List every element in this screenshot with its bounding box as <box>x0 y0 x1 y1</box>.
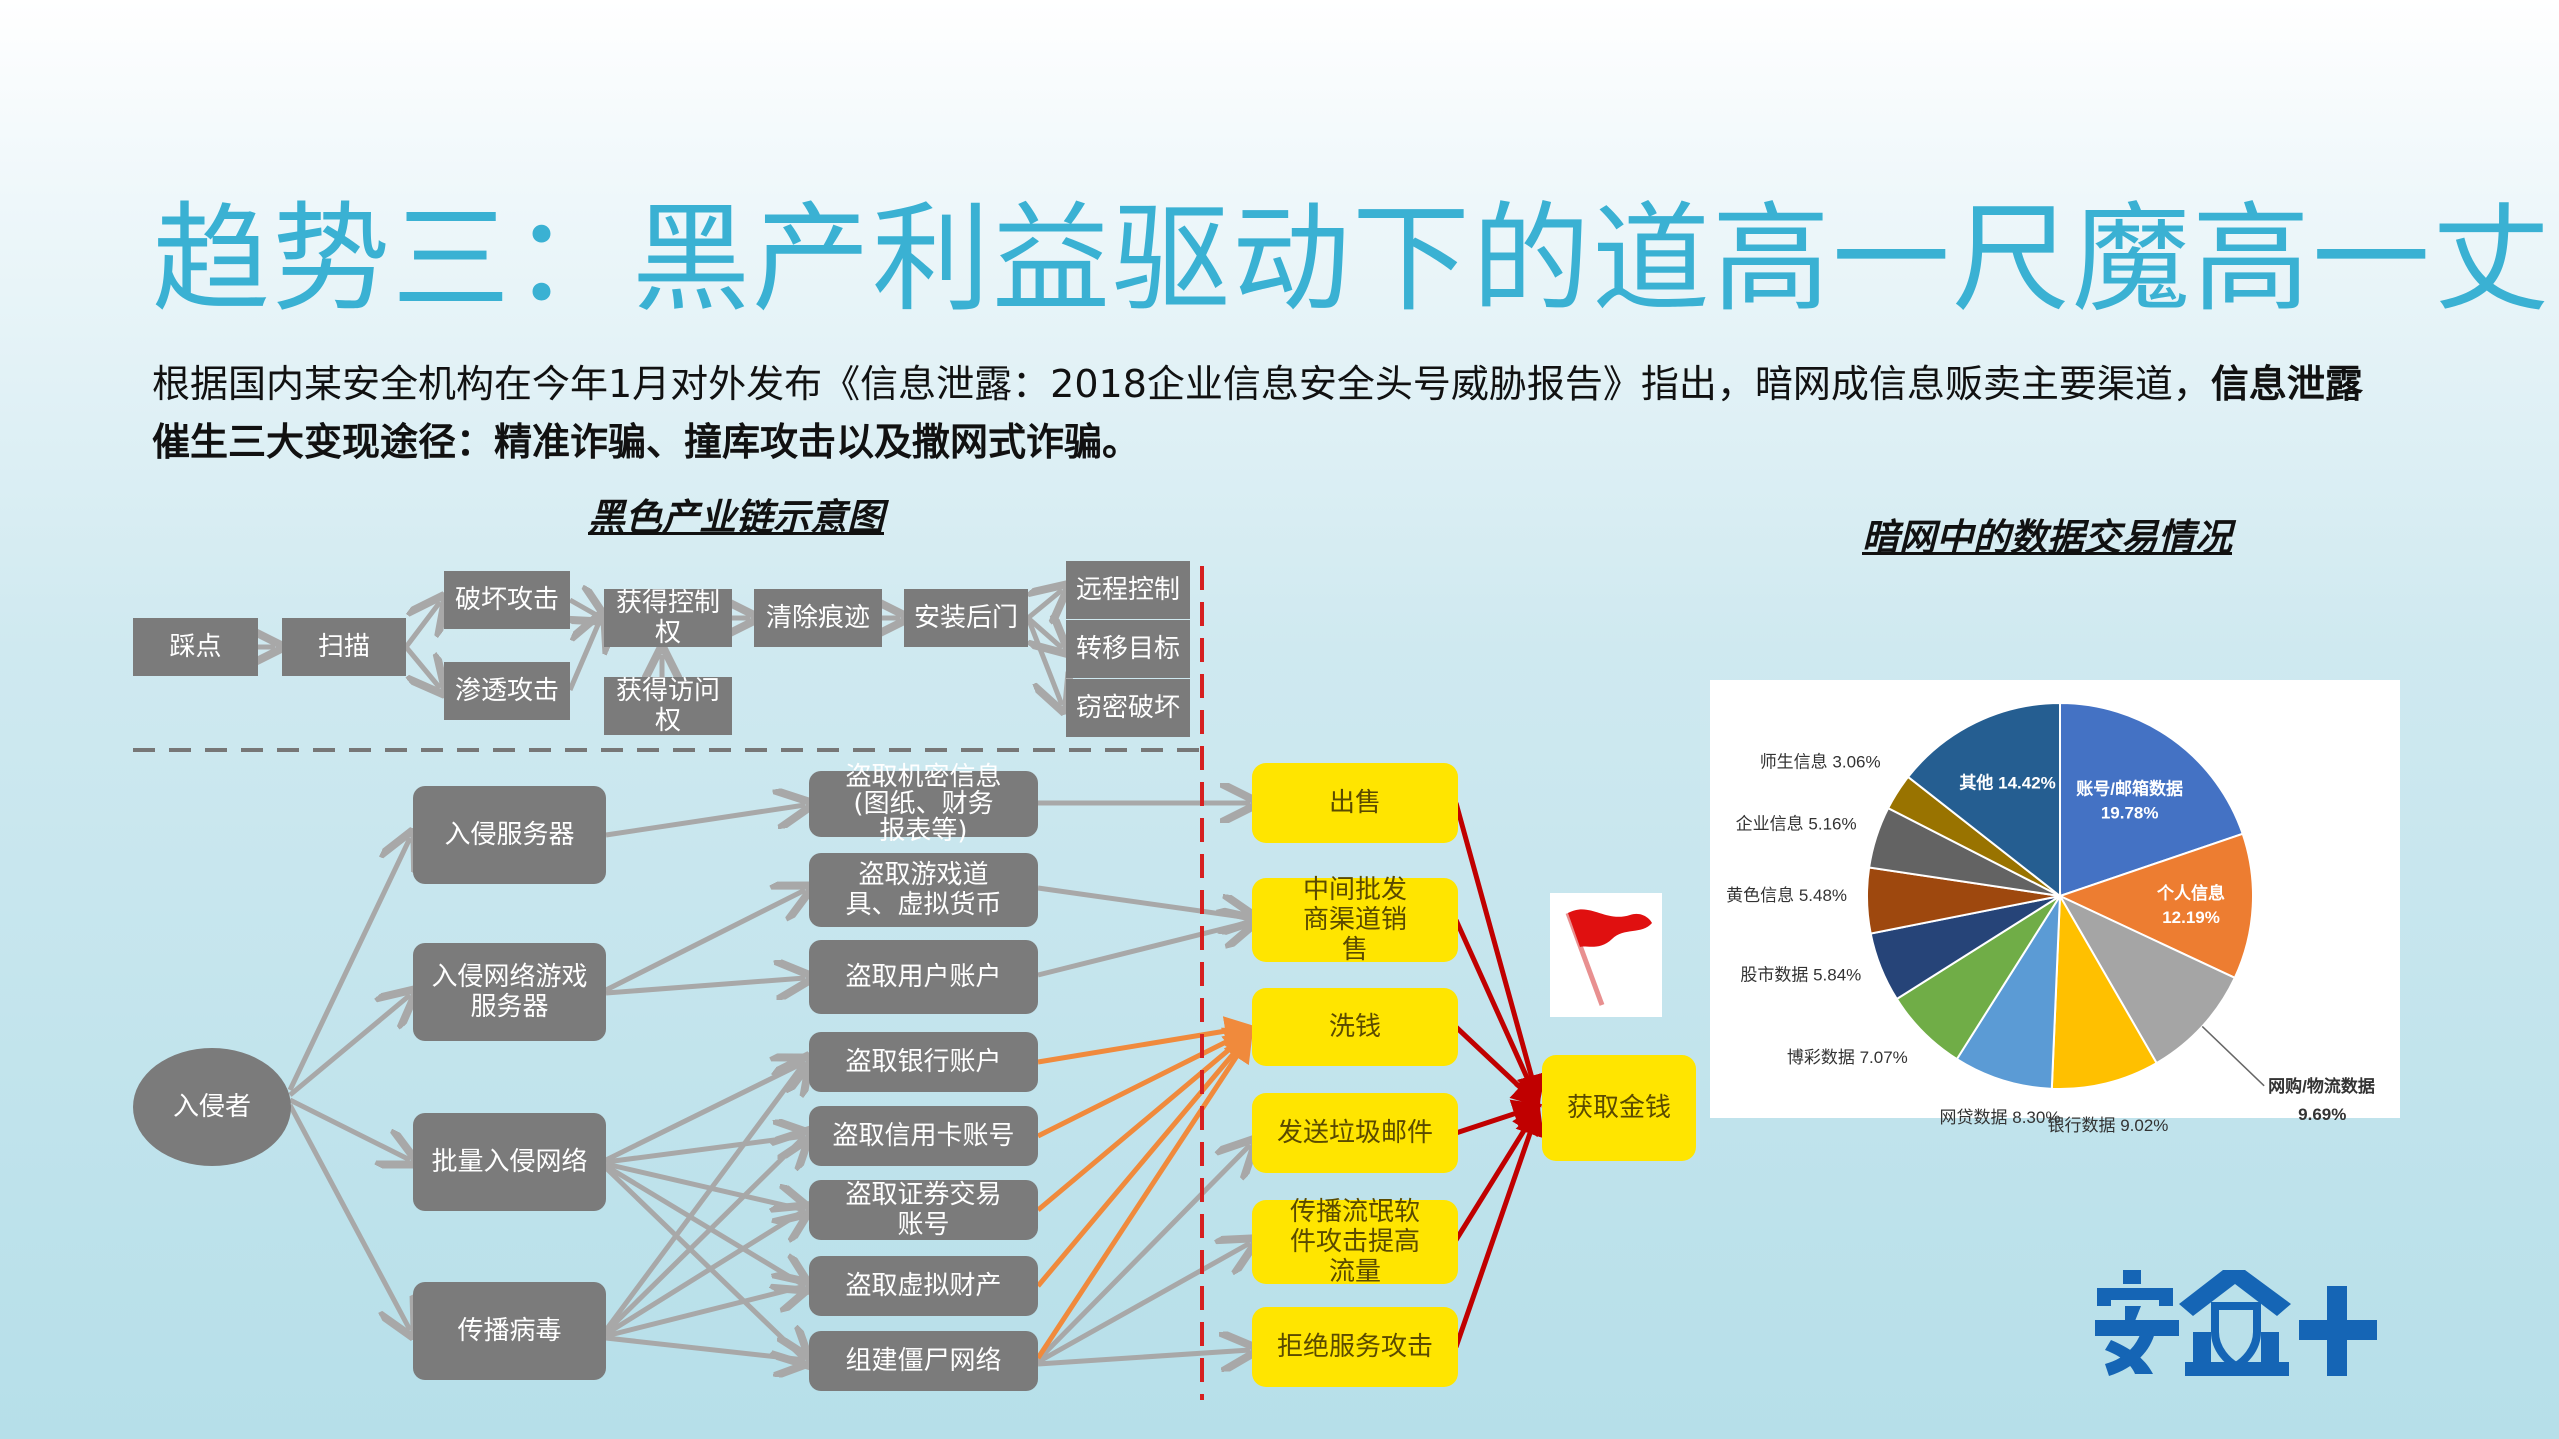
theft-botnet: 组建僵尸网络 <box>809 1331 1038 1391</box>
pie-slice <box>2059 701 2244 898</box>
pie-label: 黄色信息 5.48% <box>1726 886 1847 905</box>
pie-slice <box>1906 701 2061 899</box>
theft-securities: 盗取证券交易账号 <box>809 1180 1038 1240</box>
method-virus: 传播病毒 <box>413 1282 606 1380</box>
description-bold: 信息泄露催生三大变现途径：精准诈骗、撞库攻击以及撒网式诈骗。 <box>152 362 2363 464</box>
step-exfiltrate: 窃密破坏 <box>1066 679 1190 737</box>
monetize-wholesale: 中间批发商渠道销售 <box>1252 875 1458 965</box>
logo <box>2095 1270 2395 1384</box>
flag-panel <box>1550 893 1662 1017</box>
pie-label: 其他 14.42% <box>1959 772 2055 792</box>
pie-slice <box>2050 892 2158 1090</box>
pie-label: 网贷数据 8.30% <box>1940 1108 2061 1127</box>
step-gain-access: 获得访问权 <box>604 676 732 736</box>
page-title: 趋势三：黑产利益驱动下的道高一尺魔高一丈 <box>152 190 2553 328</box>
red-flag-icon <box>1565 909 1652 1006</box>
monetize-rogueware: 传播流氓软件攻击提高流量 <box>1252 1197 1458 1287</box>
step-scan: 扫描 <box>282 618 406 676</box>
method-mass-intrusion: 批量入侵网络 <box>413 1113 606 1211</box>
pie-slice <box>1955 892 2062 1090</box>
diagram-caption: 黑色产业链示意图 <box>588 496 884 539</box>
monetize-ddos: 拒绝服务攻击 <box>1252 1307 1458 1387</box>
theft-bank-accounts: 盗取银行账户 <box>809 1032 1038 1092</box>
pie-leader-line <box>2201 1025 2265 1087</box>
method-server: 入侵服务器 <box>413 786 606 884</box>
monetize-laundering: 洗钱 <box>1252 988 1458 1066</box>
step-infiltrate: 渗透攻击 <box>444 662 570 720</box>
theft-credit-cards: 盗取信用卡账号 <box>809 1106 1038 1166</box>
step-remote-control: 远程控制 <box>1066 561 1190 619</box>
step-clear-traces: 清除痕迹 <box>754 589 882 647</box>
pie-label: 博彩数据 7.07% <box>1787 1048 1908 1067</box>
theft-secrets: 盗取机密信息(图纸、财务报表等) <box>809 763 1038 844</box>
anquan-plus-logo <box>2095 1270 2377 1376</box>
description: 根据国内某安全机构在今年1月对外发布《信息泄露：2018企业信息安全头号威胁报告… <box>152 355 2372 471</box>
pie-slice <box>2057 832 2254 980</box>
pie-caption: 暗网中的数据交易情况 <box>1862 516 2232 559</box>
pie-label: 股市数据 5.84% <box>1740 965 1861 984</box>
goal-money: 获取金钱 <box>1542 1055 1696 1161</box>
theft-user-accounts: 盗取用户账户 <box>809 940 1038 1014</box>
monetize-sell: 出售 <box>1252 763 1458 843</box>
pie-label: 企业信息 5.16% <box>1736 815 1857 834</box>
pie-label: 银行数据 9.02% <box>2047 1116 2168 1135</box>
monetize-spam: 发送垃圾邮件 <box>1252 1093 1458 1173</box>
method-game-server: 入侵网络游戏服务器 <box>413 943 606 1041</box>
pie-slice <box>2057 893 2237 1065</box>
step-backdoor: 安装后门 <box>904 589 1028 647</box>
step-recon: 踩点 <box>133 618 258 676</box>
description-text: 根据国内某安全机构在今年1月对外发布《信息泄露：2018企业信息安全头号威胁报告… <box>152 362 2211 406</box>
step-pivot: 转移目标 <box>1066 620 1190 678</box>
intruder-node: 入侵者 <box>133 1048 291 1166</box>
pie-label: 师生信息 3.06% <box>1760 753 1881 772</box>
theft-game-items: 盗取游戏道具、虚拟货币 <box>809 853 1038 927</box>
step-destroy: 破坏攻击 <box>444 571 570 629</box>
theft-virtual-assets: 盗取虚拟财产 <box>809 1256 1038 1316</box>
step-gain-control: 获得控制权 <box>604 588 732 648</box>
